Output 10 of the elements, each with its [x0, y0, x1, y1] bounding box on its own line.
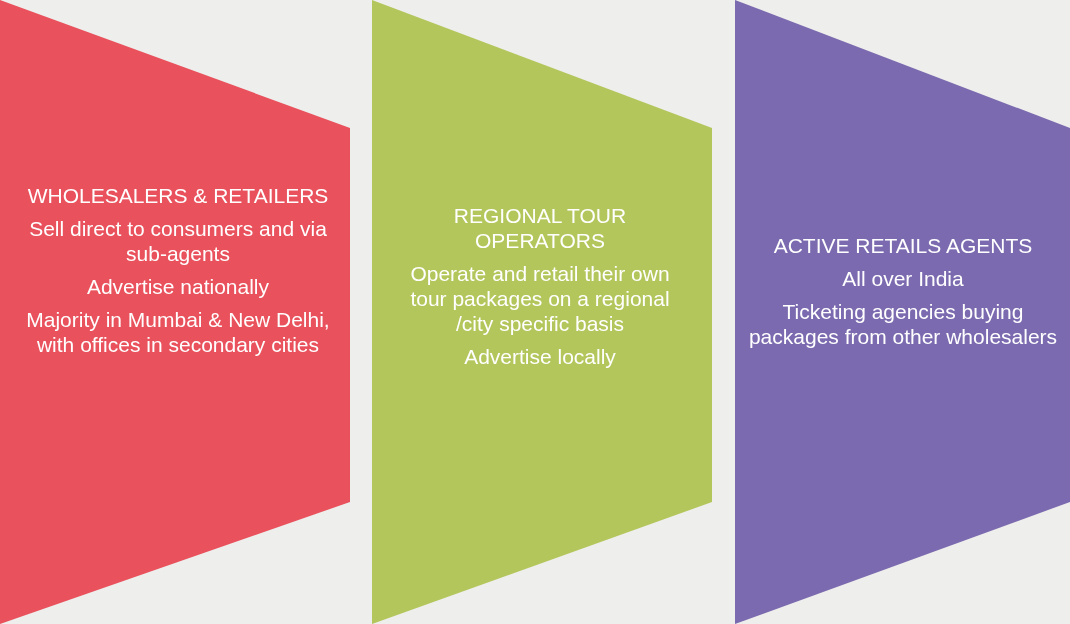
panel-text: Advertise nationally — [85, 274, 271, 299]
panel-heading: ACTIVE RETAILS AGENTS — [772, 233, 1034, 258]
panel-text: Operate and retail their own tour packages on a regional /city specific basis — [409, 261, 671, 336]
panel-text: Sell direct to consumers and via sub-agents — [28, 216, 328, 266]
panel-text: Majority in Mumbai & New Delhi, with offices in secondary cities — [25, 307, 331, 357]
panel-heading: REGIONAL TOUR OPERATORS — [452, 203, 628, 253]
panel-text: Ticketing agencies buying packages from other wholesalers — [747, 299, 1059, 349]
panel-text: Advertise locally — [463, 344, 617, 369]
panel-heading: WHOLESALERS & RETAILERS — [26, 183, 330, 208]
panel-text: All over India — [841, 266, 965, 291]
